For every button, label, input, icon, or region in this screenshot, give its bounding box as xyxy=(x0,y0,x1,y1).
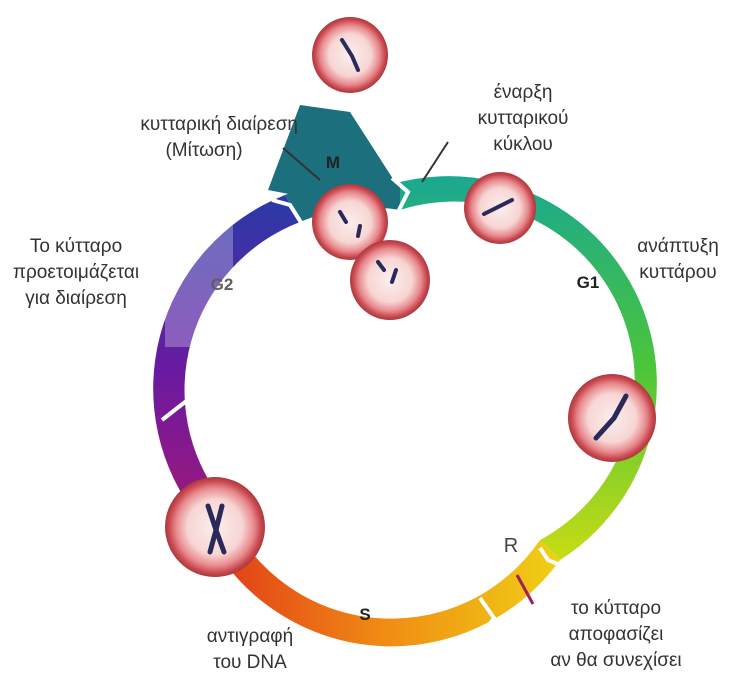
cell-top xyxy=(312,17,388,93)
phase-g1-label: G1 xyxy=(577,273,600,292)
mitosis-label-line1: κυτταρική διαίρεση xyxy=(70,112,298,138)
growth-label-line2: κυττάρου xyxy=(620,260,736,286)
mitosis-label: κυτταρική διαίρεση (Μίτωση) xyxy=(70,112,298,164)
decision-label-line3: αν θα συνεχίσει xyxy=(516,648,716,674)
decision-label-line2: αποφασίζει xyxy=(516,622,716,648)
cell-g1-grown xyxy=(568,374,656,462)
phase-m-label: M xyxy=(326,153,340,172)
start-label: έναρξη κυτταρικού κύκλου xyxy=(448,80,598,158)
start-label-line1: έναρξη xyxy=(448,80,598,106)
preparation-label-line3: για διαίρεση xyxy=(0,286,152,312)
start-label-line2: κυτταρικού xyxy=(448,106,598,132)
g1-segment xyxy=(400,176,657,560)
mitosis-label-line2: (Μίτωση) xyxy=(70,138,298,164)
preparation-label-line1: Το κύτταρο xyxy=(0,234,152,260)
start-label-line3: κύκλου xyxy=(448,132,598,158)
replication-label: αντιγραφή του DNA xyxy=(190,624,310,676)
preparation-label: Το κύτταρο προετοιμάζεται για διαίρεση xyxy=(0,234,152,312)
cell-replicated xyxy=(165,477,265,577)
checkpoint-r-label: R xyxy=(504,535,518,557)
replication-label-line1: αντιγραφή xyxy=(190,624,310,650)
decision-label-line1: το κύτταρο xyxy=(516,596,716,622)
growth-label: ανάπτυξη κυττάρου xyxy=(620,234,736,286)
decision-label: το κύτταρο αποφασίζει αν θα συνεχίσει xyxy=(516,596,716,674)
phase-s-label: S xyxy=(359,605,370,624)
growth-label-line1: ανάπτυξη xyxy=(620,234,736,260)
preparation-label-line2: προετοιμάζεται xyxy=(0,260,152,286)
cell-g1-start xyxy=(464,172,536,244)
start-pointer xyxy=(422,142,448,182)
replication-label-line2: του DNA xyxy=(190,650,310,676)
g2-highlight-overlay xyxy=(165,222,233,347)
